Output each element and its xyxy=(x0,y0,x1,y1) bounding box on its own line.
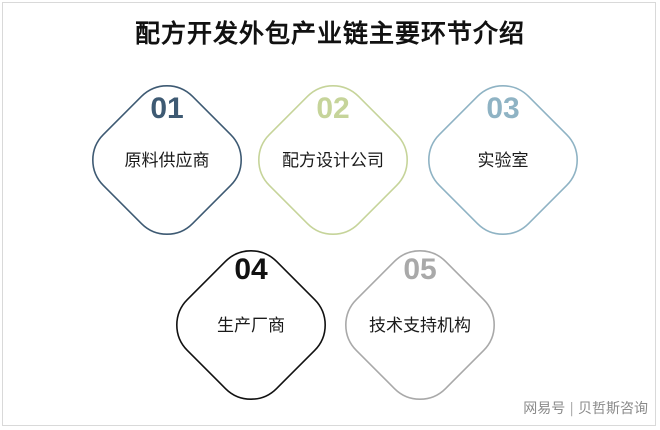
node-01: 01 原料供应商 xyxy=(92,85,242,235)
node-05-diamond xyxy=(345,250,495,400)
node-05-label: 技术支持机构 xyxy=(369,316,471,336)
node-05-number: 05 xyxy=(403,253,436,286)
node-02-number: 02 xyxy=(316,92,349,125)
node-02-label: 配方设计公司 xyxy=(282,151,384,171)
node-01-label: 原料供应商 xyxy=(125,151,210,171)
watermark-separator: | xyxy=(569,401,574,417)
diagram-frame xyxy=(2,2,656,426)
watermark: 网易号|贝哲斯咨询 xyxy=(523,398,648,418)
watermark-brand: 贝哲斯咨询 xyxy=(578,401,648,417)
watermark-source: 网易号 xyxy=(523,401,566,417)
node-03-label: 实验室 xyxy=(478,151,529,171)
node-05: 05 技术支持机构 xyxy=(345,250,495,400)
node-04-number: 04 xyxy=(234,253,268,286)
node-03-number: 03 xyxy=(486,92,519,125)
node-01-number: 01 xyxy=(150,92,183,125)
node-03: 03 实验室 xyxy=(428,85,578,235)
node-02-diamond xyxy=(258,85,408,235)
node-04: 04 生产厂商 xyxy=(176,250,326,400)
node-02: 02 配方设计公司 xyxy=(258,85,408,235)
node-04-diamond xyxy=(176,250,326,400)
node-04-label: 生产厂商 xyxy=(217,316,285,336)
node-03-diamond xyxy=(428,85,578,235)
diagram-title: 配方开发外包产业链主要环节介绍 xyxy=(134,19,525,48)
node-01-diamond xyxy=(92,85,242,235)
